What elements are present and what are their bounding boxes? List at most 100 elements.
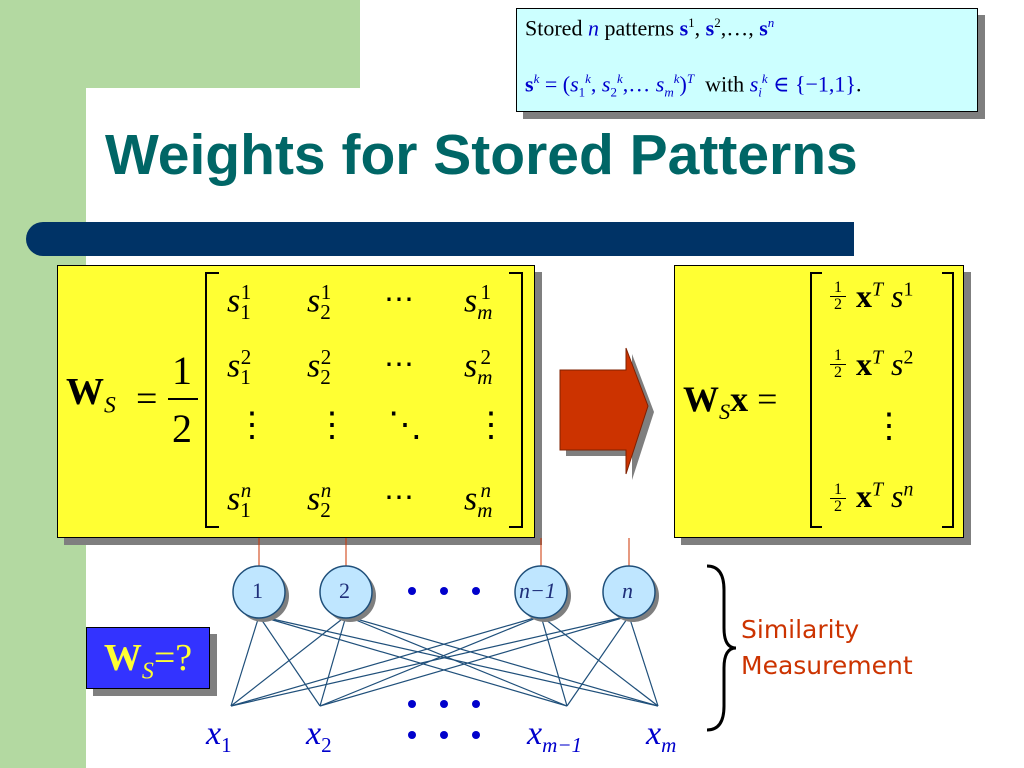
- fraction-bar: [168, 398, 198, 400]
- input-x-m-minus-1: xm−1: [527, 715, 583, 757]
- input-x1: x1: [206, 715, 232, 757]
- matrix-cell: sm1: [464, 280, 493, 325]
- sup-T: T: [686, 71, 695, 86]
- s-component: s: [570, 71, 579, 97]
- close-paren: ): [679, 71, 687, 97]
- info-line-2: sk = (s1k, s2k,… smk)T with sik ∈ {−1,1}…: [525, 71, 862, 100]
- fraction-numerator: 1: [172, 348, 192, 393]
- wsx-label: WSx =: [683, 378, 777, 425]
- W-symbol: W: [66, 371, 104, 413]
- similarity-line-1: Similarity: [741, 615, 860, 644]
- neuron-node: [602, 565, 656, 619]
- input-x2: x2: [306, 715, 332, 757]
- S-subscript: S: [141, 658, 154, 685]
- s-var: s: [525, 71, 534, 97]
- vector-bracket-close: [942, 272, 954, 528]
- stored-patterns-box: Stored n patterns s1, s2,…, sn sk = (s1k…: [516, 8, 978, 112]
- neuron-node: [232, 565, 286, 619]
- s-var: s: [705, 15, 715, 41]
- patterns-text: patterns: [604, 15, 675, 41]
- sub-1: 1: [578, 84, 586, 100]
- sup-n: n: [767, 15, 775, 30]
- S-subscript: S: [719, 399, 731, 425]
- ws-query-box: WS=?: [86, 627, 210, 689]
- ellipsis: ,…,: [720, 15, 754, 41]
- equals-question: =?: [153, 637, 193, 679]
- node-label-1: 1: [252, 578, 263, 603]
- matrix-cell: s11: [227, 280, 252, 325]
- x-vector: x: [730, 379, 749, 419]
- node-label-n: n: [622, 578, 633, 603]
- weight-matrix-box: [57, 265, 535, 538]
- equals-sign: =: [757, 379, 778, 419]
- hdots: ⋯: [384, 481, 414, 514]
- matrix-cell: s2n: [307, 478, 332, 523]
- hdots: ⋯: [384, 283, 414, 316]
- stored-text: Stored: [525, 15, 583, 41]
- similarity-line-2: Measurement: [741, 651, 913, 680]
- matrix-cell: s12: [227, 345, 252, 390]
- sup-k: k: [616, 71, 623, 86]
- vdots: ⋮: [872, 408, 906, 445]
- node-label-n-minus-1: n−1: [519, 578, 556, 603]
- S-subscript: S: [104, 392, 116, 419]
- s-component: s: [749, 71, 759, 97]
- vector-entry: xT s2: [856, 346, 914, 382]
- matrix-left-bracket-close: [509, 272, 523, 528]
- sub-2: 2: [610, 84, 617, 100]
- s-component: s: [655, 71, 665, 97]
- curly-brace: [706, 564, 737, 732]
- sup-1: 1: [688, 15, 695, 30]
- sub-i: i: [758, 84, 762, 100]
- sup-k: k: [673, 71, 680, 86]
- matrix-cell: s21: [307, 280, 332, 325]
- sup-k: k: [585, 71, 591, 86]
- W-symbol: W: [103, 637, 142, 679]
- s-var: s: [679, 15, 689, 41]
- transform-arrow: [559, 347, 649, 475]
- ddots: ⋱: [388, 407, 422, 444]
- result-vector-box: [674, 265, 964, 538]
- vector-entry: xT sn: [856, 478, 914, 514]
- s-var: s: [759, 15, 768, 41]
- n-var: n: [587, 15, 599, 41]
- vdots: ⋮: [474, 407, 508, 444]
- ellipsis-dots: [408, 587, 480, 739]
- matrix-left-bracket-open: [205, 272, 219, 528]
- s-component: s: [601, 71, 611, 97]
- sup-k: k: [761, 71, 768, 86]
- node-label-2: 2: [339, 578, 350, 603]
- matrix-cell: smn: [464, 478, 493, 523]
- similarity-measurement-label: Similarity Measurement: [741, 612, 913, 684]
- info-line-1: Stored n patterns s1, s2,…, sn: [525, 15, 774, 41]
- input-xm: xm: [646, 715, 677, 757]
- equals-open: = (: [544, 71, 571, 97]
- period: .: [855, 71, 862, 97]
- fraction-denominator: 2: [172, 406, 192, 451]
- matrix-cell: s1n: [227, 478, 252, 523]
- matrix-cell: sm2: [464, 345, 493, 390]
- W-symbol: W: [683, 379, 719, 419]
- with-text: with: [705, 71, 745, 97]
- title-underline-bar: [26, 222, 854, 256]
- membership: ∈ {−1,1}: [773, 71, 856, 97]
- matrix-cell: s22: [307, 345, 332, 390]
- sup-k: k: [533, 71, 540, 86]
- background-green-top: [0, 0, 360, 88]
- sup-2: 2: [714, 15, 721, 30]
- neuron-node: [514, 565, 568, 619]
- page-title: Weights for Stored Patterns: [105, 123, 858, 187]
- vector-bracket-open: [810, 272, 822, 528]
- vdots: ⋮: [235, 407, 269, 444]
- vector-entry: xT s1: [856, 278, 914, 314]
- vdots: ⋮: [315, 407, 349, 444]
- hdots: ⋯: [384, 348, 414, 381]
- comma: ,: [694, 15, 701, 41]
- neuron-node: [319, 565, 373, 619]
- equals-sign: =: [136, 378, 158, 420]
- sub-m: m: [664, 84, 674, 100]
